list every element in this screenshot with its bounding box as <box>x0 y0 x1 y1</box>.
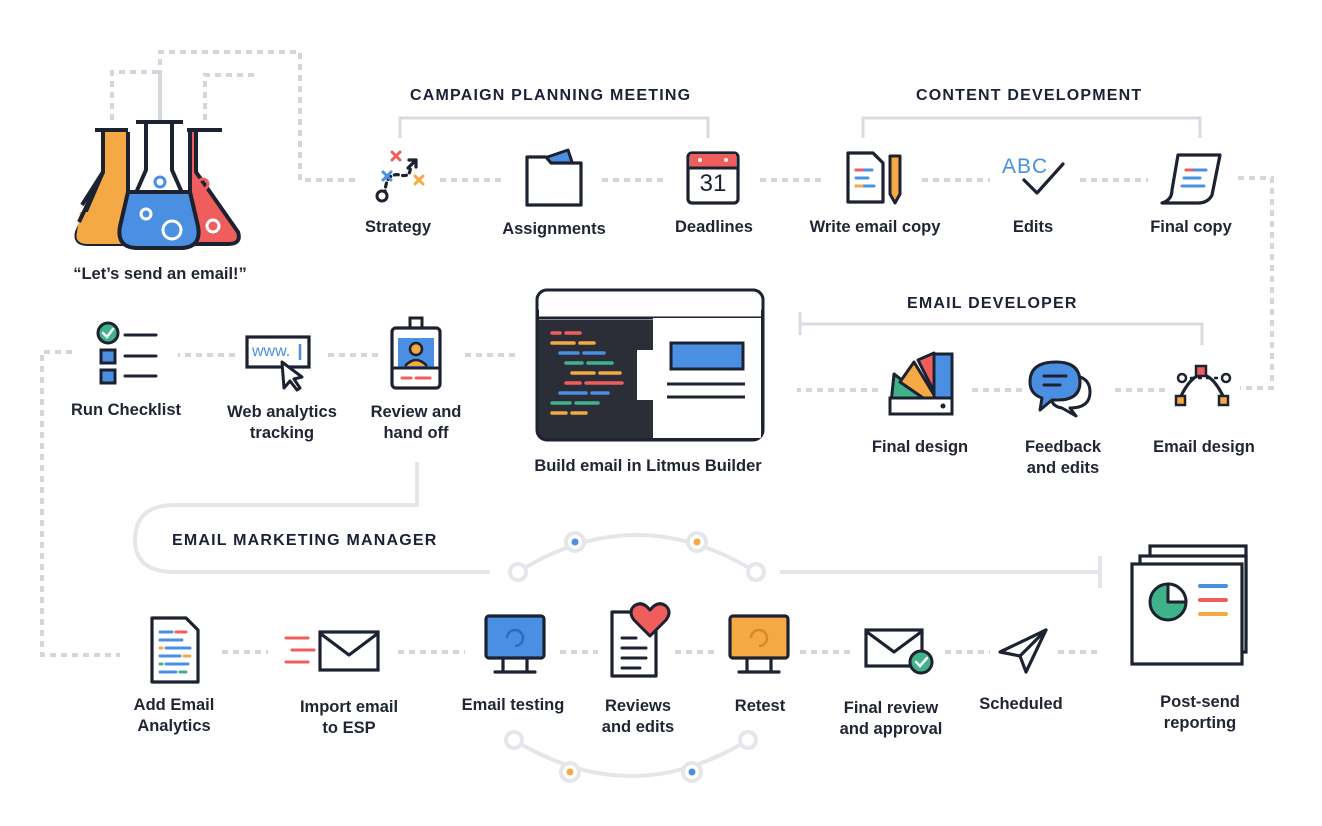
document-pencil-icon <box>846 151 902 205</box>
code-lines <box>550 331 624 415</box>
step-build-email: Build email in Litmus Builder <box>534 457 762 475</box>
step-scheduled: Scheduled <box>979 695 1063 713</box>
heart-document-icon <box>610 602 671 678</box>
step-email-design: Email design <box>1153 438 1255 456</box>
step-write-copy: Write email copy <box>809 218 941 236</box>
campaign-planning-bracket <box>398 116 710 138</box>
analytics-document-icon <box>150 616 200 684</box>
step-feedback: Feedback and edits <box>1024 438 1102 477</box>
loop-nodes <box>504 531 766 783</box>
campaign-planning-header: CAMPAIGN PLANNING MEETING <box>410 87 692 104</box>
manager-track <box>132 462 490 574</box>
step-final-review: Final review and approval <box>839 699 943 738</box>
manager-track-end <box>780 556 1102 588</box>
loop-arc-bottom <box>512 738 750 778</box>
www-text: www. <box>252 343 291 360</box>
step-email-testing: Email testing <box>461 696 565 714</box>
step-retest: Retest <box>734 697 786 715</box>
calendar-icon <box>686 151 740 205</box>
loop-arc-top <box>516 533 758 574</box>
flask-connector-left <box>110 70 162 120</box>
start-quote: “Let’s send an email!” <box>73 265 247 283</box>
checkmark-icon <box>1022 162 1065 195</box>
builder-window-icon <box>535 288 765 442</box>
abc-text: ABC <box>1002 155 1049 178</box>
email-developer-header: EMAIL DEVELOPER <box>907 295 1078 312</box>
scroll-icon <box>1160 153 1222 205</box>
color-swatch-icon <box>888 351 954 416</box>
step-deadlines: Deadlines <box>675 218 753 236</box>
strategy-icon <box>375 150 425 203</box>
flask-icon <box>74 120 241 250</box>
step-import-esp: Import email to ESP <box>299 698 399 737</box>
checklist-to-analytics-connector <box>40 350 120 657</box>
email-developer-bracket <box>798 312 1204 345</box>
step-final-design: Final design <box>871 438 969 456</box>
paper-plane-icon <box>998 628 1048 674</box>
browser-cursor-icon <box>245 335 311 392</box>
envelope-import-icon <box>284 630 380 672</box>
flask-connector-right <box>203 73 255 120</box>
monitor-orange-icon <box>728 614 790 674</box>
calendar-day: 31 <box>699 170 727 197</box>
content-development-header: CONTENT DEVELOPMENT <box>916 87 1143 104</box>
step-strategy: Strategy <box>364 218 432 236</box>
folder-icon <box>525 148 583 207</box>
bezier-tool-icon <box>1174 364 1232 407</box>
step-reviews-edits: Reviews and edits <box>601 697 675 736</box>
step-edits: Edits <box>1012 218 1054 236</box>
content-development-bracket <box>861 116 1202 138</box>
id-badge-icon <box>390 316 442 390</box>
chat-bubbles-icon <box>1028 360 1092 418</box>
envelope-check-icon <box>864 628 934 675</box>
step-web-analytics: Web analytics tracking <box>227 403 337 442</box>
step-add-analytics: Add Email Analytics <box>133 696 215 735</box>
step-review-handoff: Review and hand off <box>370 403 462 442</box>
report-stack-icon <box>1130 544 1248 666</box>
step-assignments: Assignments <box>502 220 606 238</box>
step-post-send: Post-send reporting <box>1160 693 1240 732</box>
monitor-blue-icon <box>484 614 546 674</box>
step-run-checklist: Run Checklist <box>70 401 182 419</box>
flask-to-strategy-connector <box>158 50 355 182</box>
copy-to-design-connector <box>1238 176 1274 390</box>
step-final-copy: Final copy <box>1150 218 1232 236</box>
email-marketing-manager-header: EMAIL MARKETING MANAGER <box>172 532 438 549</box>
checklist-icon <box>96 321 158 385</box>
